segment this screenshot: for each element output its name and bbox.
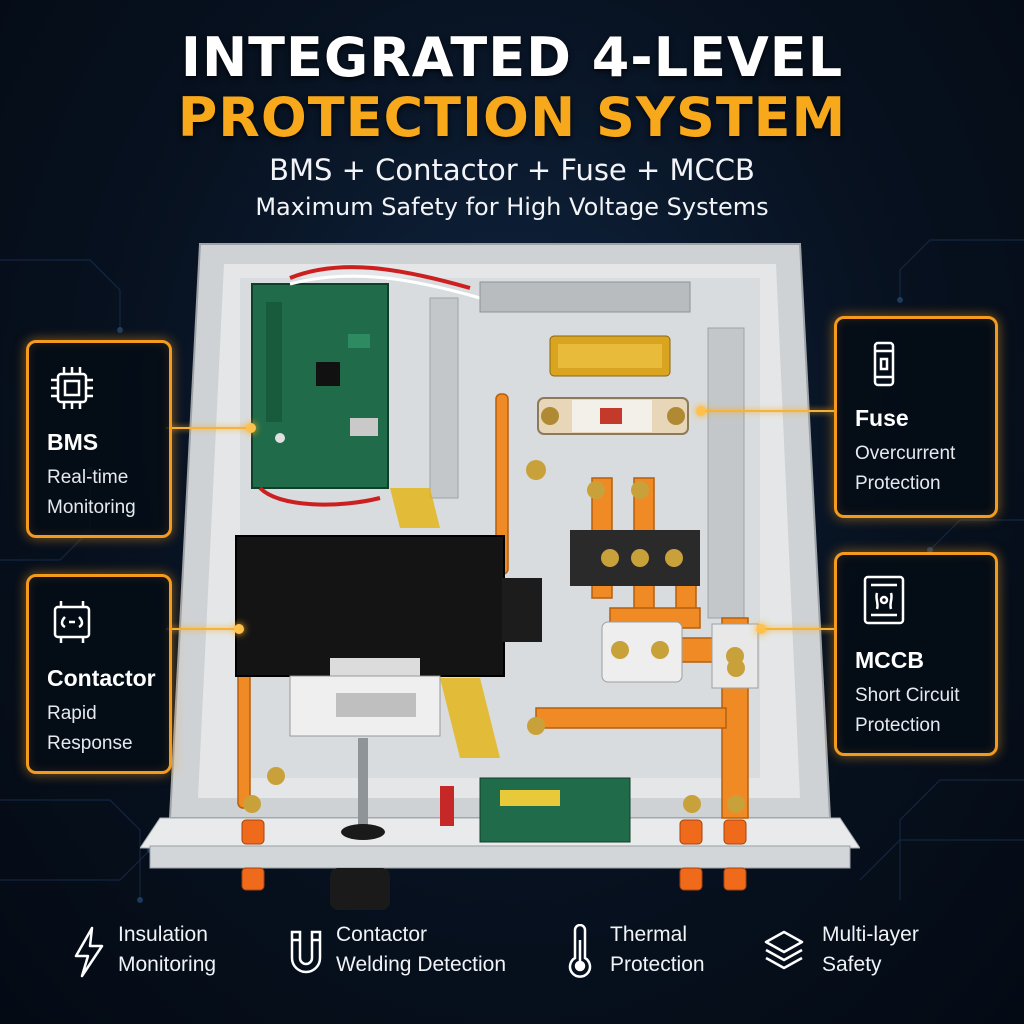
- breaker-icon: [863, 575, 905, 625]
- mccb-component: [601, 621, 759, 689]
- page-title-line-2: PROTECTION SYSTEM: [177, 86, 847, 149]
- layers-icon: [764, 930, 804, 970]
- relay-icon: [53, 601, 91, 643]
- fuse-component: [537, 397, 689, 435]
- callout-mccb-title: MCCB: [855, 647, 924, 673]
- feature-welding-line-1: Contactor: [336, 923, 428, 946]
- bms-board: [251, 265, 481, 507]
- callout-fuse-desc-1: Overcurrent: [855, 443, 956, 464]
- feature-insulation-line-2: Monitoring: [118, 953, 217, 976]
- magnet-icon: [290, 930, 322, 974]
- feature-multilayer-line-2: Safety: [822, 953, 882, 976]
- callout-fuse-title: Fuse: [855, 405, 909, 431]
- lightning-icon: [74, 926, 104, 978]
- contactor-leader-line: [166, 628, 240, 630]
- callout-bms-desc-1: Real-time: [47, 467, 129, 488]
- callout-contactor: Contactor Rapid Response: [26, 574, 172, 774]
- contactor-leader-dot: [234, 624, 244, 634]
- fuse-icon: [873, 341, 895, 387]
- callout-bms-desc-2: Monitoring: [47, 497, 136, 518]
- feature-contactor-welding-detection: Contactor Welding Detection: [286, 920, 536, 992]
- contactor-component: [235, 535, 542, 737]
- feature-thermal-line-2: Protection: [610, 953, 705, 976]
- callout-fuse-desc-2: Protection: [855, 473, 941, 494]
- feature-insulation-line-1: Insulation: [118, 923, 208, 946]
- feature-multilayer-line-1: Multi-layer: [822, 923, 919, 946]
- feature-multi-layer-safety: Multi-layer Safety: [762, 920, 962, 992]
- mccb-leader-line: [760, 628, 834, 630]
- feature-thermal-line-1: Thermal: [610, 923, 688, 946]
- bms-leader-dot: [246, 423, 256, 433]
- feature-welding-line-2: Welding Detection: [336, 953, 507, 976]
- callout-mccb-desc-2: Protection: [855, 715, 941, 736]
- callout-mccb: MCCB Short Circuit Protection: [834, 552, 998, 756]
- callout-bms: BMS Real-time Monitoring: [26, 340, 172, 538]
- fuse-leader-line: [702, 410, 834, 412]
- bms-leader-line: [166, 427, 250, 429]
- battery-cabinet-illustration: [140, 243, 860, 910]
- subtitle-components: BMS + Contactor + Fuse + MCCB: [269, 153, 755, 187]
- callout-contactor-desc-2: Response: [47, 733, 133, 754]
- thermometer-icon: [568, 924, 592, 978]
- callout-mccb-desc-1: Short Circuit: [855, 685, 960, 706]
- mccb-leader-dot: [756, 624, 766, 634]
- feature-insulation-monitoring: Insulation Monitoring: [68, 920, 268, 992]
- chip-icon: [51, 367, 93, 409]
- page-title-line-1: INTEGRATED 4-LEVEL: [180, 26, 844, 89]
- callout-fuse: Fuse Overcurrent Protection: [834, 316, 998, 518]
- callout-contactor-desc-1: Rapid: [47, 703, 97, 724]
- fuse-leader-dot: [696, 406, 706, 416]
- subtitle-tagline: Maximum Safety for High Voltage Systems: [255, 193, 769, 221]
- callout-contactor-title: Contactor: [47, 665, 156, 691]
- callout-bms-title: BMS: [47, 429, 99, 455]
- feature-thermal-protection: Thermal Protection: [560, 920, 740, 992]
